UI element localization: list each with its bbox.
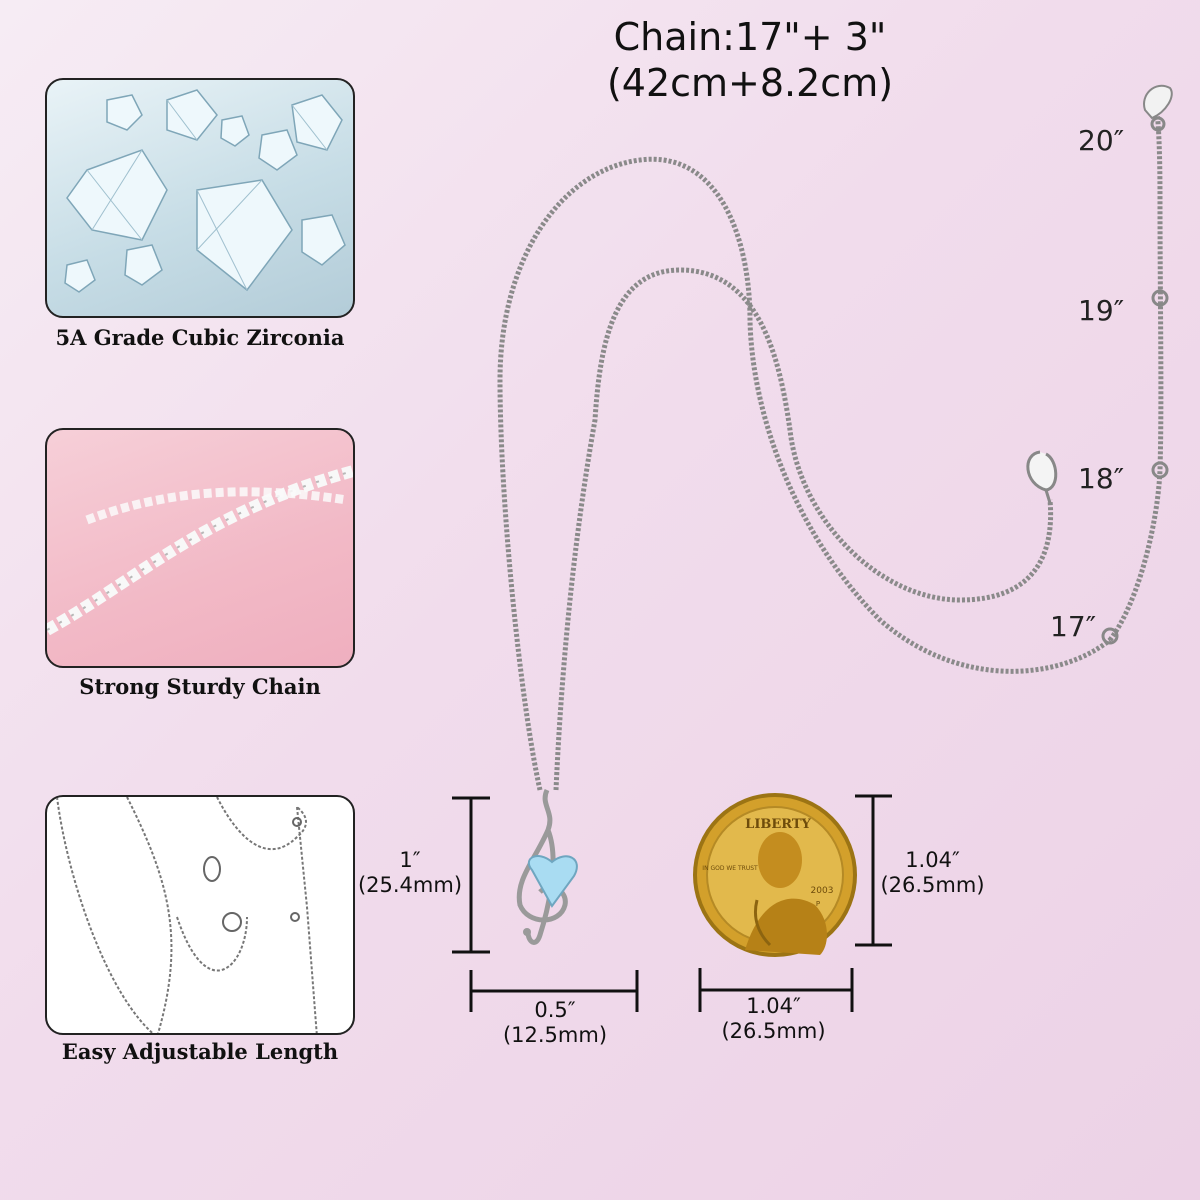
length-mark-17: 17″ [1050,610,1097,643]
gem-shape [258,129,298,171]
lobster-clasp [222,912,242,932]
chain-length-inches: Chain:17"+ 3" [613,15,887,59]
coin-inscription-left: IN GOD WE TRUST [702,865,758,872]
necklace-chain-inner [553,267,1054,791]
pendant-width-label: 0.5″ (12.5mm) [500,998,610,1048]
length-mark-19: 19″ [1078,294,1125,327]
feature-caption-length: Easy Adjustable Length [61,1039,339,1064]
coin-mint-mark: P [816,900,820,908]
chain-length-title: Chain:17"+ 3" (42cm+8.2cm) [560,14,940,106]
sacagawea-coin: LIBERTY IN GOD WE TRUST 2003 P [693,793,857,957]
length-mark-20: 20″ [1078,124,1125,157]
adjustable-length-image [45,795,355,1035]
coin-width-mm: (26.5mm) [721,1019,826,1043]
gem-shape [196,179,293,292]
extender-chain [1107,99,1164,642]
pendant-height-label: 1″ (25.4mm) [355,848,465,898]
coin-year: 2003 [811,886,834,896]
pendant-height-bracket [452,796,490,954]
necklace-chain-outer [497,156,1112,791]
feature-caption-zirconia: 5A Grade Cubic Zirconia [55,325,345,350]
gem-shape [291,94,343,151]
treble-clef-pendant [516,788,578,945]
gem-shape [301,214,346,266]
coin-width-bracket [698,968,854,1012]
coin-inscription-top: LIBERTY [745,817,811,832]
ring-18 [1151,461,1169,479]
coin-width-inches: 1.04″ [746,994,801,1018]
coin-height-inches: 1.04″ [905,848,960,872]
chain-closeup-image [45,428,355,668]
lobster-clasp [1026,450,1058,504]
pendant-width-bracket [469,970,639,1012]
heart-gem [527,855,578,908]
ring-20 [1150,116,1166,132]
extender-end-tab [1143,84,1173,120]
chain-link-shadow [47,470,353,631]
coin-width-label: 1.04″ (26.5mm) [716,994,831,1044]
zirconia-image [45,78,355,318]
ring-17 [1101,627,1119,645]
gem-shape [64,259,96,293]
coin-height-label: 1.04″ (26.5mm) [875,848,990,898]
length-mark-18: 18″ [1078,462,1125,495]
ring-19 [1151,289,1169,307]
coin-height-mm: (26.5mm) [880,873,985,897]
clasp-tab [203,856,221,882]
feature-caption-chain: Strong Sturdy Chain [79,674,321,699]
coin-height-bracket [855,794,892,947]
gem-shape [166,89,218,141]
gem-shape [106,94,143,131]
pendant-height-mm: (25.4mm) [357,873,463,897]
chain-length-cm: (42cm+8.2cm) [606,61,894,105]
pendant-width-mm: (12.5mm) [502,1023,608,1047]
gem-shape [124,244,163,286]
gem-shape [220,115,250,147]
pendant-height-inches: 1″ [399,848,421,872]
pendant-width-inches: 0.5″ [534,998,576,1022]
